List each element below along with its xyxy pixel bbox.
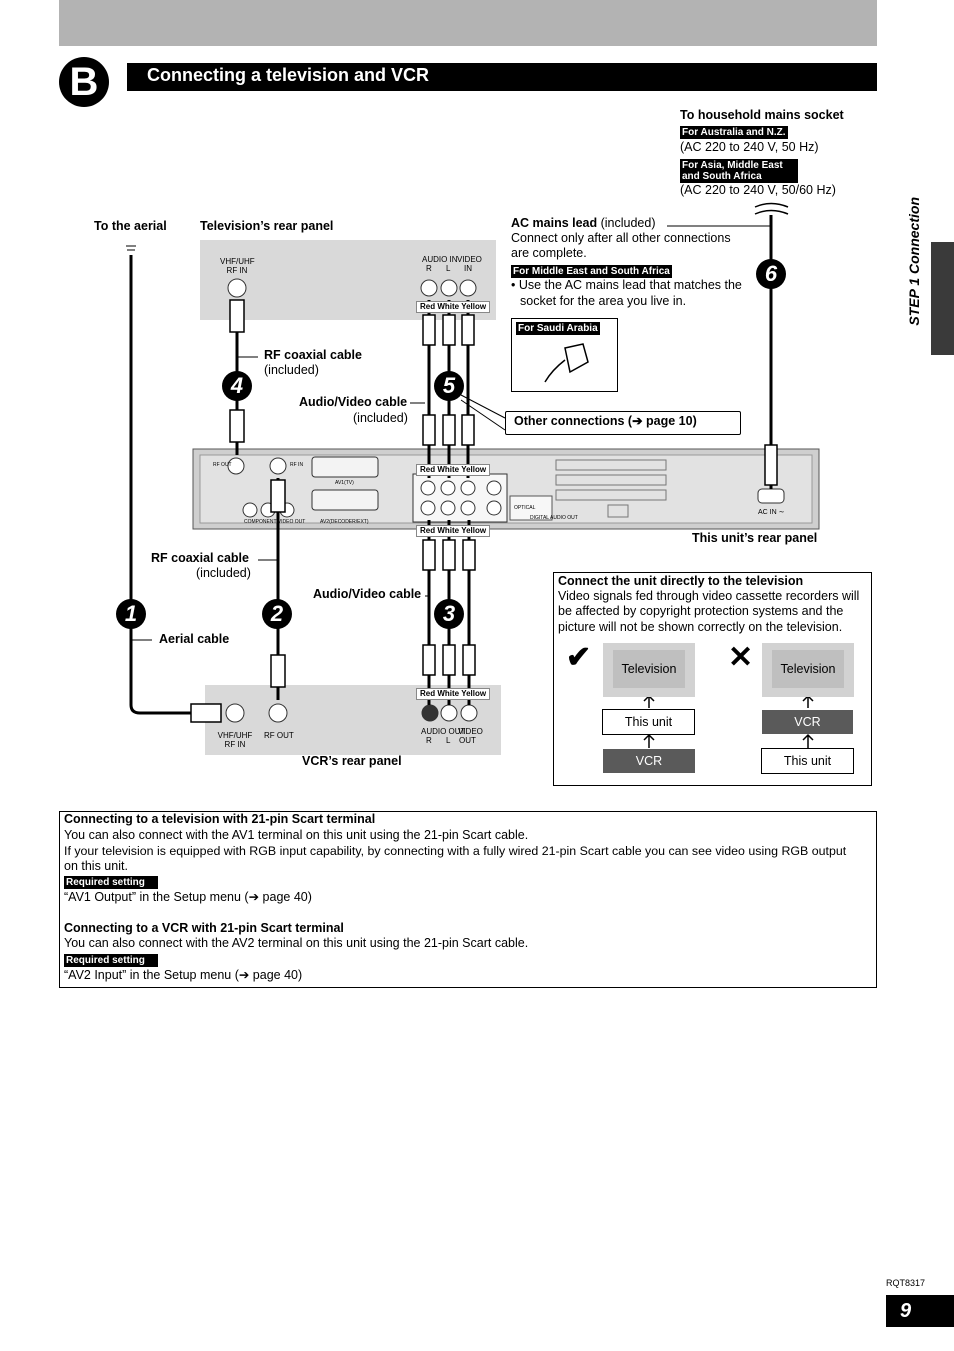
document-code: RQT8317 xyxy=(886,1278,926,1288)
vcr-video-label: VIDEO xyxy=(458,727,483,736)
note-tv-p2b: on this unit. xyxy=(64,859,128,873)
label-tv-rear-panel: Television’s rear panel xyxy=(200,219,334,233)
ac-lead-bullet-2: socket for the area you live in. xyxy=(520,294,687,308)
rwy-tag-tv: Red White Yellow xyxy=(416,301,491,313)
label-to-aerial: To the aerial xyxy=(94,219,167,233)
region-tag-middle-east: For Middle East and South Africa xyxy=(511,265,672,278)
ac-lead-note-2: are complete. xyxy=(511,246,587,260)
ok-this-unit-box: This unit xyxy=(602,709,695,735)
ok-vcr-box: VCR xyxy=(603,749,695,773)
direct-box-line-1: Video signals fed through video cassette… xyxy=(558,589,860,603)
page-title: Connecting a television and VCR xyxy=(147,65,430,85)
note-tv-p1: You can also connect with the AV1 termin… xyxy=(64,828,529,842)
unit-rf-in-label: RF IN xyxy=(290,462,304,468)
ng-vcr-box: VCR xyxy=(762,710,853,734)
rwy-tag-unit-bottom: Red White Yellow xyxy=(416,525,491,537)
step-3-badge: 3 xyxy=(434,599,464,629)
ac-lead-label: AC mains lead (included) xyxy=(511,216,656,230)
label-unit-rear-panel: This unit’s rear panel xyxy=(692,531,818,545)
ac-lead-bullet-1: • Use the AC mains lead that matches the xyxy=(511,278,742,292)
tv-l-label: L xyxy=(446,264,451,273)
page-number: 9 xyxy=(886,1295,954,1327)
step-5-badge: 5 xyxy=(434,371,464,401)
rwy-tag-vcr: Red White Yellow xyxy=(416,688,491,700)
label-rf-cable-top: RF coaxial cable xyxy=(264,348,362,362)
step-6-badge: 6 xyxy=(756,259,786,289)
label-aerial-cable: Aerial cable xyxy=(159,632,230,646)
saudi-box: For Saudi Arabia xyxy=(511,318,618,392)
note-heading-tv: Connecting to a television with 21-pin S… xyxy=(64,812,376,826)
note-tv-p2a: If your television is equipped with RGB … xyxy=(64,844,847,858)
section-badge: B xyxy=(59,57,109,107)
tv-video-label: VIDEO xyxy=(457,255,482,264)
vcr-r-label: R xyxy=(426,736,432,745)
vcr-l-label: L xyxy=(446,736,451,745)
ok-tv-box: Television xyxy=(603,643,695,697)
region-tag-aus: For Australia and N.Z. xyxy=(680,126,788,139)
vcr-rf-out-label: RF OUT xyxy=(264,731,294,740)
unit-av2-label: AV2(DECODER/EXT) xyxy=(320,519,369,525)
note-heading-vcr: Connecting to a VCR with 21-pin Scart te… xyxy=(64,921,344,935)
title-bar xyxy=(127,63,877,91)
vcr-out-label: OUT xyxy=(459,736,476,745)
direct-box-line-2: be affected by copyright protection syst… xyxy=(558,604,844,618)
note-setting-av1: “AV1 Output” in the Setup menu (➔ page 4… xyxy=(64,890,312,904)
label-av-cable-bottom: Audio/Video cable xyxy=(313,587,422,601)
label-rf-cable-top-sub: (included) xyxy=(264,363,319,377)
ok-tv-label: Television xyxy=(613,650,685,688)
ac-lead-note-1: Connect only after all other connections xyxy=(511,231,731,245)
direct-connection-box xyxy=(553,572,872,786)
note-vcr-p1: You can also connect with the AV2 termin… xyxy=(64,936,529,950)
label-av-cable-top-sub: (included) xyxy=(353,411,408,425)
step-2-badge: 2 xyxy=(262,599,292,629)
label-rf-cable-bottom-sub: (included) xyxy=(196,566,251,580)
scart-notes-box xyxy=(59,811,877,988)
side-tab xyxy=(931,242,954,355)
direct-box-line-3: picture will not be shown correctly on t… xyxy=(558,620,843,634)
region-spec-aus: (AC 220 to 240 V, 50 Hz) xyxy=(680,140,819,154)
other-connections-box: Other connections (➔ page 10) xyxy=(505,411,741,435)
ng-this-unit-box: This unit xyxy=(761,748,854,774)
unit-component-label: COMPONENT VIDEO OUT xyxy=(244,519,306,525)
ng-tv-label: Television xyxy=(772,650,844,688)
check-icon: ✔ xyxy=(566,641,592,674)
vcr-audio-out-label: AUDIO OUT xyxy=(421,727,466,736)
label-rf-cable-bottom: RF coaxial cable xyxy=(151,551,249,565)
unit-digital-label: DIGITAL AUDIO OUT xyxy=(530,515,578,521)
cross-icon: ✕ xyxy=(728,641,754,674)
unit-av1-label: AV1(TV) xyxy=(335,480,354,486)
direct-box-heading: Connect the unit directly to the televis… xyxy=(558,574,804,588)
required-setting-tag-2: Required setting xyxy=(64,954,158,967)
label-vcr-rear-panel: VCR’s rear panel xyxy=(302,754,402,768)
unit-ac-in-label: AC IN ∼ xyxy=(758,509,785,516)
ng-tv-box: Television xyxy=(762,643,854,697)
tv-in-label: IN xyxy=(464,264,472,273)
step-4-badge: 4 xyxy=(222,371,252,401)
required-setting-tag-1: Required setting xyxy=(64,876,158,889)
unit-optical-label: OPTICAL xyxy=(514,505,536,511)
header-band xyxy=(59,0,877,46)
tv-r-label: R xyxy=(426,264,432,273)
tv-audio-in-label: AUDIO IN xyxy=(422,255,458,264)
rwy-tag-unit-top: Red White Yellow xyxy=(416,464,491,476)
mains-heading: To household mains socket xyxy=(680,108,844,122)
saudi-tag: For Saudi Arabia xyxy=(516,322,600,335)
note-setting-av2: “AV2 Input” in the Setup menu (➔ page 40… xyxy=(64,968,303,982)
region-spec-asia: (AC 220 to 240 V, 50/60 Hz) xyxy=(680,183,836,197)
step-1-badge: 1 xyxy=(116,599,146,629)
unit-rf-out-label: RF OUT xyxy=(213,462,232,468)
label-av-cable-top: Audio/Video cable xyxy=(299,395,408,409)
